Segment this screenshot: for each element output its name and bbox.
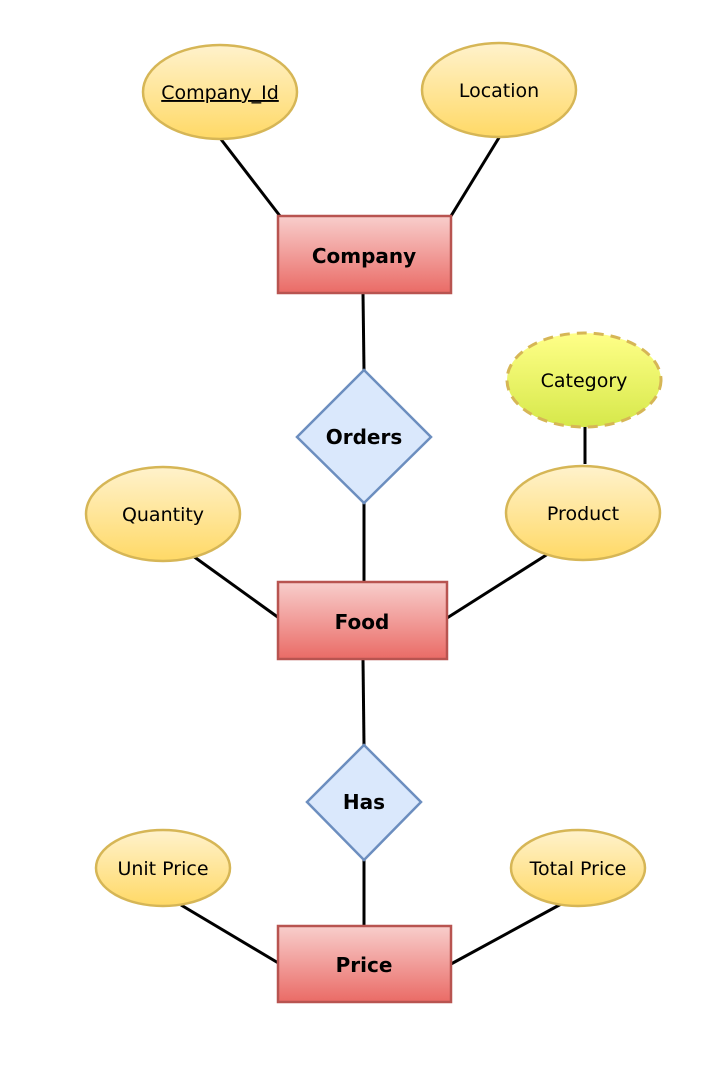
entity-box — [276, 214, 453, 295]
entity-box — [276, 924, 453, 1004]
attribute-ellipse — [84, 465, 242, 563]
connector-total-price-to-price — [450, 901, 564, 966]
entity-label: Food — [335, 610, 390, 634]
relationship-orders[interactable]: Orders — [295, 368, 433, 505]
attribute-location[interactable]: Location — [420, 41, 578, 139]
attribute-ellipse — [141, 43, 299, 141]
connector-quantity-to-food — [192, 554, 280, 620]
attribute-ellipse — [504, 464, 662, 562]
attribute-ellipse — [420, 41, 578, 139]
attribute-label: Company_Id — [161, 82, 279, 104]
attribute-label: Unit Price — [117, 858, 208, 880]
connector-food-to-has — [361, 658, 366, 746]
relationship-diamond — [295, 368, 433, 505]
attribute-label: Total Price — [529, 858, 627, 880]
relationship-diamond — [305, 743, 423, 862]
attribute-product[interactable]: Product — [504, 464, 662, 562]
relationship-label: Orders — [326, 425, 403, 449]
attribute-ellipse — [94, 828, 232, 908]
connector-company-id-to-company — [218, 137, 282, 217]
relationship-label: Has — [343, 790, 385, 814]
attribute-label: Location — [459, 80, 539, 102]
connector-product-to-food — [446, 550, 552, 620]
entity-label: Company — [312, 244, 416, 268]
entity-price[interactable]: Price — [276, 924, 453, 1004]
attribute-label: Product — [547, 503, 619, 525]
attribute-category[interactable]: Category — [505, 331, 663, 429]
attribute-total-price[interactable]: Total Price — [509, 828, 647, 908]
attribute-label: Category — [541, 370, 628, 392]
attribute-ellipse — [509, 828, 647, 908]
attribute-quantity[interactable]: Quantity — [84, 465, 242, 563]
connector-company-to-orders — [361, 292, 366, 371]
relationship-has[interactable]: Has — [305, 743, 423, 862]
derived-attribute-ellipse — [505, 331, 663, 429]
entity-label: Price — [336, 953, 393, 977]
attribute-unit-price[interactable]: Unit Price — [94, 828, 232, 908]
entity-food[interactable]: Food — [276, 580, 449, 661]
connector-unit-price-to-price — [180, 903, 281, 966]
entity-box — [276, 580, 449, 661]
entity-company[interactable]: Company — [276, 214, 453, 295]
attribute-label: Quantity — [122, 504, 204, 526]
attribute-company-id[interactable]: Company_Id — [141, 43, 299, 141]
connectors — [180, 135, 587, 966]
connector-location-to-company — [449, 135, 502, 217]
